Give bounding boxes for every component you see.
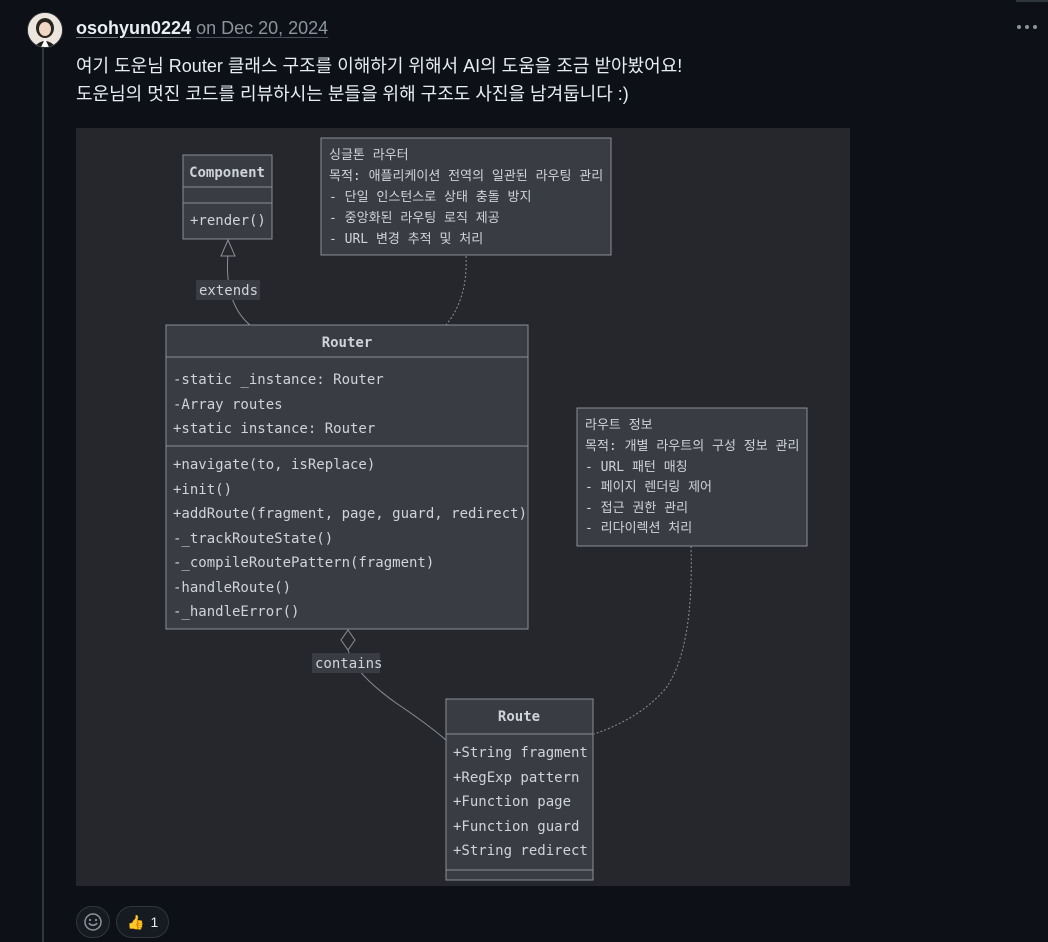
note-connector-router [445, 255, 467, 326]
smiley-icon [84, 913, 102, 931]
router-class: Router -static _instance: Router -Array … [165, 324, 529, 630]
router-method: +init() [173, 482, 232, 498]
route-field: +Function guard [453, 819, 579, 835]
reaction-count: 1 [150, 914, 159, 930]
note-line: - 리다이렉션 처리 [585, 521, 692, 536]
note-line: 라우트 정보 [585, 418, 653, 433]
router-method: +addRoute(fragment, page, guard, redirec… [173, 506, 527, 522]
component-class: Component +render() [182, 154, 273, 240]
reactions-bar: 👍 1 [76, 906, 170, 938]
router-method: -handleRoute() [173, 580, 291, 596]
author-link[interactable]: osohyun0224 [76, 18, 192, 38]
thumbs-up-reaction-button[interactable]: 👍 1 [116, 906, 170, 938]
date-prefix: on [196, 18, 217, 38]
kebab-horizontal-icon [1017, 25, 1037, 29]
router-field: -Array routes [173, 397, 283, 413]
note-line: - URL 변경 추적 및 처리 [329, 232, 483, 247]
route-class: Route +String fragment +RegExp pattern +… [445, 698, 594, 881]
timestamp-link[interactable]: on Dec 20, 2024 [196, 18, 328, 38]
generalization-arrowhead [220, 238, 236, 257]
note-line: 싱글톤 라우터 [329, 148, 409, 163]
note-line: - 단일 인스턴스로 상태 충돌 방지 [329, 190, 531, 205]
note-connector-route [593, 545, 692, 735]
comment-line: 여기 도운님 Router 클래스 구조를 이해하기 위해서 AI의 도움을 조… [76, 56, 683, 76]
route-field: +RegExp pattern [453, 770, 579, 786]
date-text: Dec 20, 2024 [221, 18, 329, 38]
router-method: -_compileRoutePattern(fragment) [173, 555, 434, 571]
comment-body: 여기 도운님 Router 클래스 구조를 이해하기 위해서 AI의 도움을 조… [76, 52, 682, 108]
router-note: 싱글톤 라우터 목적: 애플리케이션 전역의 일관된 라우팅 관리 - 단일 인… [320, 137, 612, 256]
route-title: Route [498, 709, 540, 725]
router-method: -_handleError() [173, 604, 299, 620]
note-line: - 페이지 렌더링 제어 [585, 480, 712, 495]
note-line: 목적: 애플리케이션 전역의 일관된 라우팅 관리 [329, 169, 603, 184]
router-field: -static _instance: Router [173, 372, 384, 388]
router-title: Router [322, 335, 373, 351]
thumbs-up-icon: 👍 [127, 913, 145, 930]
component-method: +render() [190, 213, 266, 229]
router-method: +navigate(to, isReplace) [173, 457, 375, 473]
class-diagram-image: extends contains Component +render() 싱글톤… [76, 128, 850, 886]
route-field: +String fragment [453, 745, 588, 761]
aggregation-diamond [340, 629, 356, 651]
route-field: +String redirect [453, 843, 588, 859]
extends-label: extends [199, 283, 258, 299]
contains-label: contains [315, 656, 382, 672]
extends-label-bg [196, 280, 260, 300]
route-note: 라우트 정보 목적: 개별 라우트의 구성 정보 관리 - URL 패턴 매칭 … [576, 407, 808, 547]
add-reaction-button[interactable] [76, 906, 110, 938]
note-line: - URL 패턴 매칭 [585, 460, 688, 475]
note-line: 목적: 개별 라우트의 구성 정보 관리 [585, 439, 799, 454]
note-line: - 중앙화된 라우팅 로직 제공 [329, 211, 500, 226]
avatar-image [28, 13, 62, 47]
comment-header: osohyun0224 on Dec 20, 2024 [76, 15, 328, 41]
avatar[interactable] [27, 12, 63, 48]
router-field: +static instance: Router [173, 421, 375, 437]
thread-line [42, 48, 44, 942]
top-divider [1016, 0, 1048, 2]
route-field: +Function page [453, 794, 571, 810]
contains-label-bg [312, 653, 380, 673]
comment-line: 도운님의 멋진 코드를 리뷰하시는 분들을 위해 구조도 사진을 남겨둡니다 :… [76, 84, 629, 104]
component-title: Component [189, 165, 265, 181]
note-line: - 접근 권한 관리 [585, 501, 688, 516]
more-options-button[interactable] [1012, 16, 1042, 40]
router-method: -_trackRouteState() [173, 531, 333, 547]
